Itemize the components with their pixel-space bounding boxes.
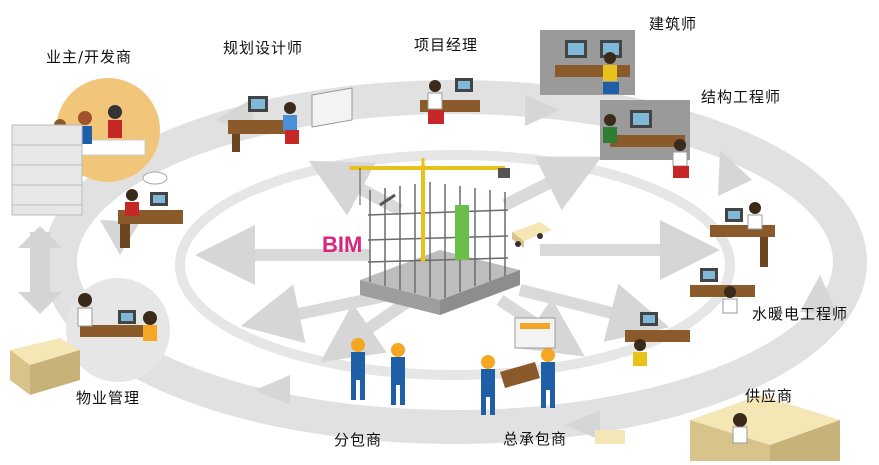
mep-engineer-label: 水暖电工程师 bbox=[752, 305, 849, 323]
architect-desk-illustration bbox=[540, 30, 635, 95]
bim-center-label: BIM bbox=[322, 232, 363, 257]
planner-desk-illustration bbox=[228, 87, 353, 152]
owner-desk-illustration bbox=[118, 171, 183, 248]
general-contractor-label: 总承包商 bbox=[503, 430, 568, 448]
project-manager-label: 项目经理 bbox=[414, 36, 479, 54]
structural-engineer-label: 结构工程师 bbox=[701, 88, 782, 106]
subcontractor-workers-illustration bbox=[351, 338, 405, 405]
architect-label: 建筑师 bbox=[649, 15, 698, 33]
property-management-illustration bbox=[10, 278, 170, 395]
supplier-label: 供应商 bbox=[745, 387, 794, 405]
mep-engineer-desk-illustration bbox=[625, 202, 775, 366]
supplier-warehouse-illustration bbox=[595, 395, 840, 461]
planner-label: 规划设计师 bbox=[223, 39, 304, 57]
left-double-arrow bbox=[18, 226, 62, 314]
inner-ring bbox=[175, 150, 735, 380]
general-contractor-workers-illustration bbox=[481, 317, 556, 415]
outer-ring bbox=[43, 80, 867, 444]
owner-office-illustration bbox=[11, 78, 160, 216]
radial-arrows bbox=[195, 156, 720, 363]
structural-engineer-desk-illustration bbox=[600, 100, 690, 178]
project-manager-desk-illustration bbox=[420, 78, 480, 124]
owner-developer-label: 业主/开发商 bbox=[46, 48, 133, 66]
truck-icon bbox=[512, 222, 552, 248]
subcontractor-label: 分包商 bbox=[334, 431, 383, 449]
bim-building-illustration bbox=[350, 158, 520, 315]
property-management-label: 物业管理 bbox=[76, 389, 141, 407]
